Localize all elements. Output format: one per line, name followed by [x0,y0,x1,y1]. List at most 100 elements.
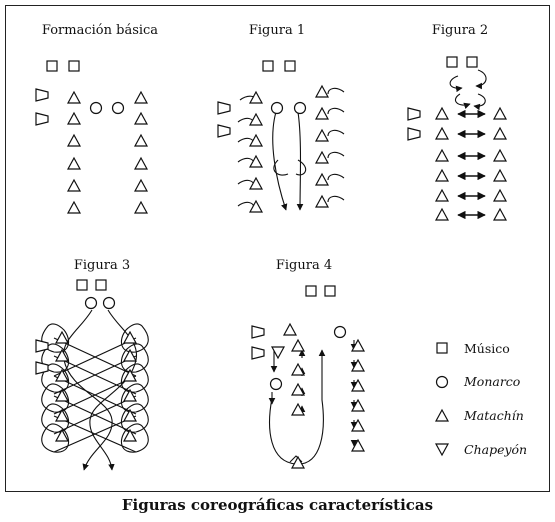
matachin-symbol [492,168,508,182]
matachin-symbol [54,368,70,382]
matachin-symbol [133,178,149,192]
title-figura3: Figura 3 [74,258,130,273]
figura4-paths [268,340,358,465]
matachin-symbol [290,402,306,416]
figure-frame [5,5,550,492]
matachin-symbol [492,188,508,202]
legend-monarco-label: Monarco [463,374,520,389]
matachin-symbol [314,150,330,164]
legend: Músico Monarco Matachín Chapeyón [434,341,527,457]
matachin-symbol [290,362,306,376]
legend-monarco-icon [435,375,449,389]
flag-symbol [407,127,421,141]
legend-chapeyon-label: Chapeyón [464,442,527,457]
figura3-weave [41,309,149,471]
matachin-symbol [66,178,82,192]
matachin-symbol [314,172,330,186]
monarco-symbol [102,296,116,310]
matachin-symbol [314,106,330,120]
legend-chapeyon-icon [434,443,450,457]
matachin-symbol [133,200,149,214]
flag-symbol [217,101,231,115]
title-figura1: Figura 1 [249,23,305,38]
flag-symbol [217,124,231,138]
title-formacion-basica: Formación básica [42,23,158,38]
matachin-symbol [248,90,264,104]
flag-symbol [35,339,49,353]
monarco-symbol [270,101,284,115]
legend-musico-icon [436,342,448,354]
figura2-rotation-arrows [449,69,487,111]
musico-symbol [466,56,478,68]
matachin-symbol [290,382,306,396]
matachin-symbol [314,128,330,142]
matachin-symbol [248,154,264,168]
matachin-symbol [492,207,508,221]
matachin-symbol [350,338,366,352]
matachin-symbol [133,156,149,170]
musico-symbol [76,279,88,291]
legend-matachin-label: Matachín [463,408,524,423]
matachin-symbol [133,111,149,125]
musico-symbol [305,285,317,297]
caption: Figuras coreográficas características [121,496,434,514]
musico-symbol [68,60,80,72]
matachin-symbol [54,408,70,422]
matachin-symbol [54,428,70,442]
flag-symbol [35,361,49,375]
musico-symbol [324,285,336,297]
matachin-symbol [66,200,82,214]
matachin-symbol [66,111,82,125]
matachin-symbol [122,348,138,362]
matachin-symbol [122,330,138,344]
flag-symbol [35,88,49,102]
matachin-symbol [248,112,264,126]
matachin-symbol [248,133,264,147]
matachin-symbol [290,455,306,469]
flag-symbol [407,107,421,121]
monarco-symbol [84,296,98,310]
musico-symbol [95,279,107,291]
flag-symbol [251,346,265,360]
flag-symbol [251,325,265,339]
matachin-symbol [122,388,138,402]
matachin-symbol [350,378,366,392]
legend-matachin-icon [434,408,450,422]
monarco-symbol [111,101,125,115]
matachin-symbol [492,106,508,120]
matachin-symbol [434,148,450,162]
matachin-symbol [54,388,70,402]
matachin-symbol [492,148,508,162]
choreography-diagram: Formación básica Figura 1 Figura 2 Figur… [35,23,527,471]
matachin-symbol [122,368,138,382]
chapeyon-symbol [270,346,286,360]
matachin-symbol [290,338,306,352]
matachin-symbol [314,194,330,208]
matachin-symbol [434,106,450,120]
matachin-symbol [350,418,366,432]
musico-symbol [446,56,458,68]
flag-symbol [35,112,49,126]
figura1-paths [237,87,345,211]
matachin-symbol [350,358,366,372]
matachin-symbol [492,126,508,140]
matachin-symbol [314,84,330,98]
legend-musico-label: Músico [464,341,510,356]
musico-symbol [284,60,296,72]
title-figura4: Figura 4 [276,258,332,273]
matachin-symbol [66,90,82,104]
dancer-symbols [35,56,508,469]
matachin-symbol [434,188,450,202]
matachin-symbol [248,176,264,190]
figura2-arrows [457,109,486,220]
monarco-symbol [293,101,307,115]
matachin-symbol [66,133,82,147]
matachin-symbol [282,322,298,336]
matachin-symbol [66,156,82,170]
matachin-symbol [122,408,138,422]
musico-symbol [262,60,274,72]
musico-symbol [46,60,58,72]
matachin-symbol [248,199,264,213]
matachin-symbol [434,168,450,182]
matachin-symbol [434,126,450,140]
